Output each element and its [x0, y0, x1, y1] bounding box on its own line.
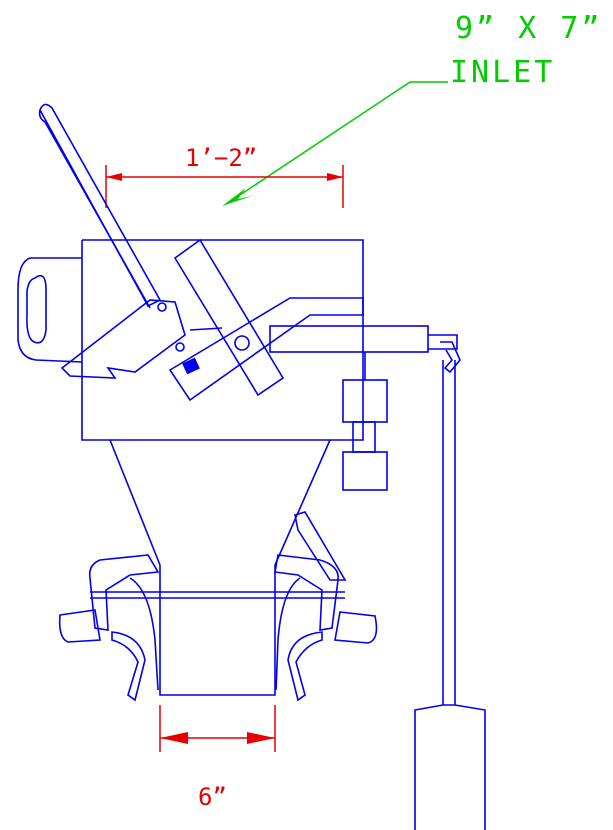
top-width-label: 1’−2”: [185, 144, 257, 172]
hopper-cone: [109, 439, 331, 566]
pivot-pin: [182, 357, 200, 375]
bottom-dim-arrow-right: [247, 732, 275, 744]
outlet-width-label: 6”: [198, 783, 227, 811]
outlet-spout: [90, 565, 345, 696]
top-dim-arrow-right: [327, 173, 343, 181]
operating-lever: [38, 103, 200, 379]
valve-housing: [81, 239, 364, 441]
top-dim-arrow-left: [106, 173, 122, 181]
side-grip: [17, 257, 83, 363]
outlet-width-dimension: 6”: [159, 705, 276, 811]
slide-gate: [168, 238, 364, 402]
right-bag-clamp: [274, 511, 378, 702]
bottom-dim-arrow-left: [160, 732, 188, 744]
inlet-callout: 9” X 7” INLET: [222, 11, 602, 206]
inlet-label: INLET: [450, 55, 555, 90]
counterweight: [414, 704, 486, 830]
side-cylinder: [342, 352, 388, 491]
top-width-dimension: 1’−2”: [105, 144, 344, 208]
linkage-rod: [440, 341, 461, 705]
inlet-leader-line: [239, 81, 448, 196]
left-bag-clamp: [58, 554, 160, 702]
actuator-rod: [269, 325, 458, 353]
inlet-size-label: 9” X 7”: [455, 11, 602, 46]
inlet-leader-arrowhead: [222, 188, 252, 206]
